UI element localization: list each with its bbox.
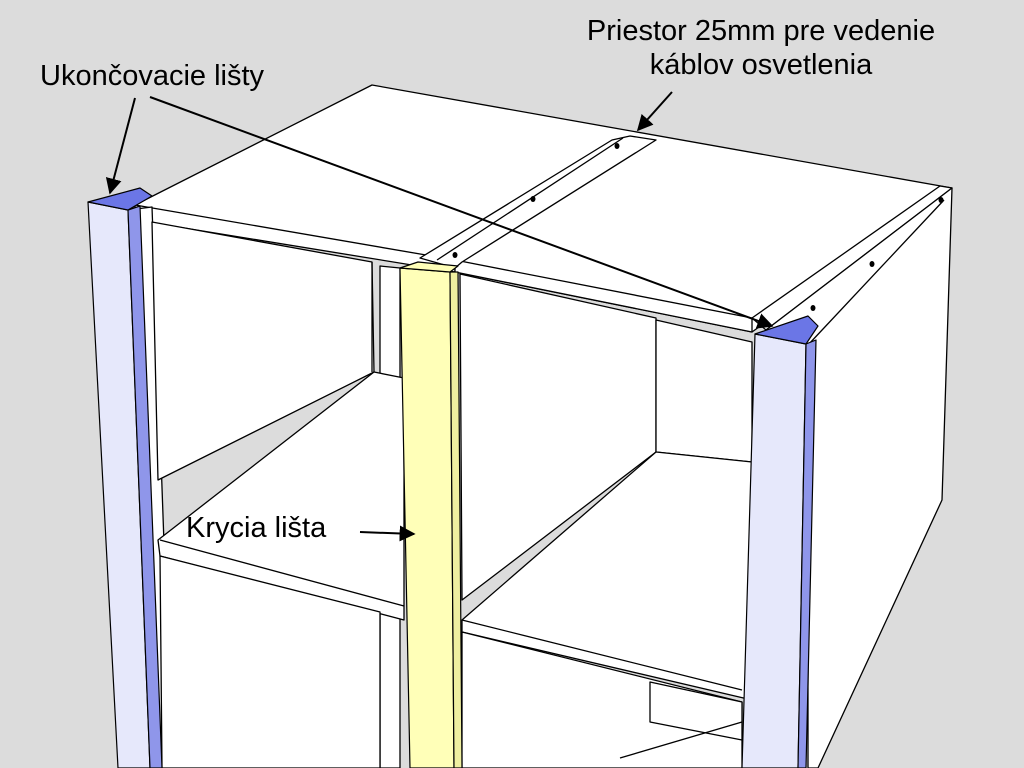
arrow-end-strip-right [149,96,774,329]
left-end-strip-top [87,187,153,211]
left-end-strip-side [127,205,163,768]
arrow-end-strip-left [105,97,136,195]
cover-strip [399,261,463,768]
right-end-strip-side [797,339,817,768]
arrow-cable-space [636,91,673,132]
cover-strip-side [449,271,463,768]
label-cable-space: Priestor 25mm pre vedenie káblov osvetle… [540,14,982,82]
screw-hole [530,196,536,202]
arrow-cover-strip [359,525,416,542]
screw-hole [452,252,458,258]
label-cover-strip: Krycia lišta [186,512,327,544]
screw-hole [938,197,944,203]
cabinet-carcass [127,84,953,768]
right-side-edge [807,199,945,346]
top-divider-joint-line [436,137,624,261]
cover-strip-top [399,261,459,273]
label-cable-space-line2: káblov osvetlenia [649,49,873,81]
screw-hole [869,261,875,267]
label-cable-space-line1: Priestor 25mm pre vedenie [586,15,936,47]
right-lower-back [649,681,743,741]
right-end-strip [741,315,819,768]
left-lower-compartment [159,555,381,768]
right-inner-wall [655,319,753,463]
left-end-strip [87,187,163,768]
cover-strip-face [399,267,455,768]
left-shelf-front [159,539,405,607]
right-end-strip-top [754,315,819,345]
lower-shelf-edge [619,721,743,759]
left-shelf [157,371,405,621]
right-shelf-front [461,619,743,691]
screw-holes [452,143,944,311]
label-end-strips: Ukončovacie lišty [40,60,265,92]
screw-hole [614,143,620,149]
callout-arrows [105,91,774,542]
screw-hole [810,305,816,311]
